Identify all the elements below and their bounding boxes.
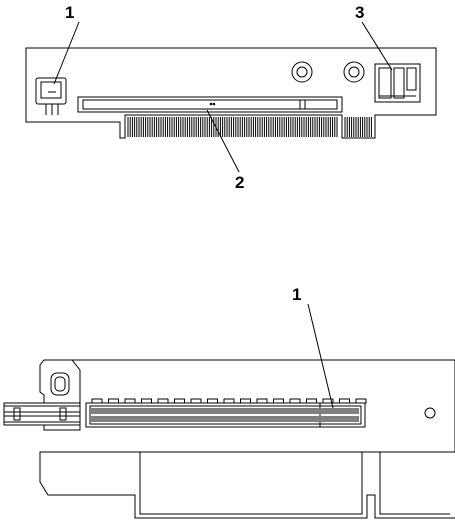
mounting-hole [425,408,435,418]
pcie-slot-top [78,97,342,112]
slot-latch [191,399,201,403]
callout-1-top: 1 [65,3,74,22]
callout-2-top: 2 [235,173,244,192]
slot-latch [175,399,185,403]
slot-latch [340,399,350,403]
bottom-board-outline [40,360,455,518]
leader-line-3 [362,22,392,70]
slot-latch [208,399,218,403]
slot-latch [125,399,135,403]
slot-latch [241,399,251,403]
slot-latch [109,399,119,403]
bottom-riser-card [4,304,455,518]
edge-connector-top [128,117,371,137]
standoff-right [344,62,364,82]
top-riser-card [26,22,436,172]
pcie-slot-bottom [86,403,365,427]
slot-latch [257,399,267,403]
slot-latches-bottom [92,399,366,403]
power-connector [36,78,66,115]
slot-latch [307,399,317,403]
slot-pins-bottom [92,408,358,422]
slot-latch [92,399,102,403]
leader-line-1-bottom [308,304,333,408]
slot-latch [158,399,168,403]
bottom-board-outline-inner [140,452,450,514]
retention-bracket [4,360,80,430]
slot-latch [290,399,300,403]
standoff-left [292,62,312,82]
callout-3-top: 3 [355,3,364,22]
slot-latch [274,399,284,403]
card-slot [375,64,420,102]
leader-line-1 [54,22,79,84]
slot-latch [142,399,152,403]
slot-latch [224,399,234,403]
callout-1-bottom: 1 [292,285,301,304]
slot-latch [356,399,366,403]
